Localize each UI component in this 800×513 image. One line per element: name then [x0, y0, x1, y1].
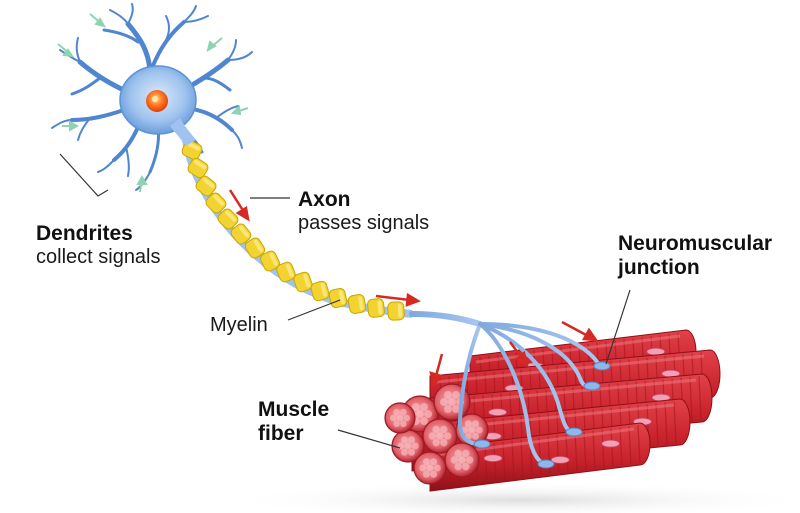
junction-line1: Neuromuscular: [618, 232, 773, 255]
myelin-segment: [230, 223, 252, 245]
myelin-segment: [195, 175, 217, 197]
myelin-segment: [187, 157, 209, 179]
myelin-segment: [328, 287, 348, 309]
myelin-segment: [347, 294, 367, 314]
myelin-sheath: [181, 140, 405, 321]
myelin-segment: [387, 301, 405, 321]
fiber-cross-section: [413, 451, 447, 485]
leader-lines: [59, 153, 631, 449]
dendrites-subtitle: collect signals: [36, 245, 161, 268]
muscle-line1: Muscle: [258, 398, 330, 421]
myelin-label: Myelin: [210, 314, 268, 336]
axon-title: Axon: [298, 188, 351, 211]
myelin-segment: [217, 208, 239, 230]
input-signal-arrows: [57, 13, 249, 193]
junction-label: Neuromuscular junction: [618, 232, 772, 279]
muscle-line2: fiber: [258, 421, 304, 445]
dendrites-label: Dendrites collect signals: [36, 222, 161, 268]
ground-shadow: [220, 482, 800, 513]
muscle-fiber-label: Muscle fiber: [258, 398, 329, 445]
fiber-cross-section: [422, 418, 458, 454]
myelin-segment: [205, 192, 227, 214]
junction-line2: junction: [618, 255, 700, 279]
myelin-segment: [367, 298, 385, 318]
myelin-segment: [244, 237, 266, 259]
fiber-cross-section: [384, 402, 416, 434]
myelin-segment: [293, 271, 313, 293]
axon-label: Axon passes signals: [298, 188, 429, 234]
myelin-segment: [276, 261, 296, 283]
axon-hillock: [170, 118, 196, 146]
dendrites-title: Dendrites: [36, 222, 133, 245]
nucleolus: [151, 95, 159, 103]
signal-direction-arrows: [228, 189, 599, 387]
myelin-segment: [310, 280, 330, 302]
fiber-cross-section: [444, 442, 480, 478]
myelin-segment: [260, 250, 280, 272]
axon-subtitle: passes signals: [298, 211, 430, 234]
